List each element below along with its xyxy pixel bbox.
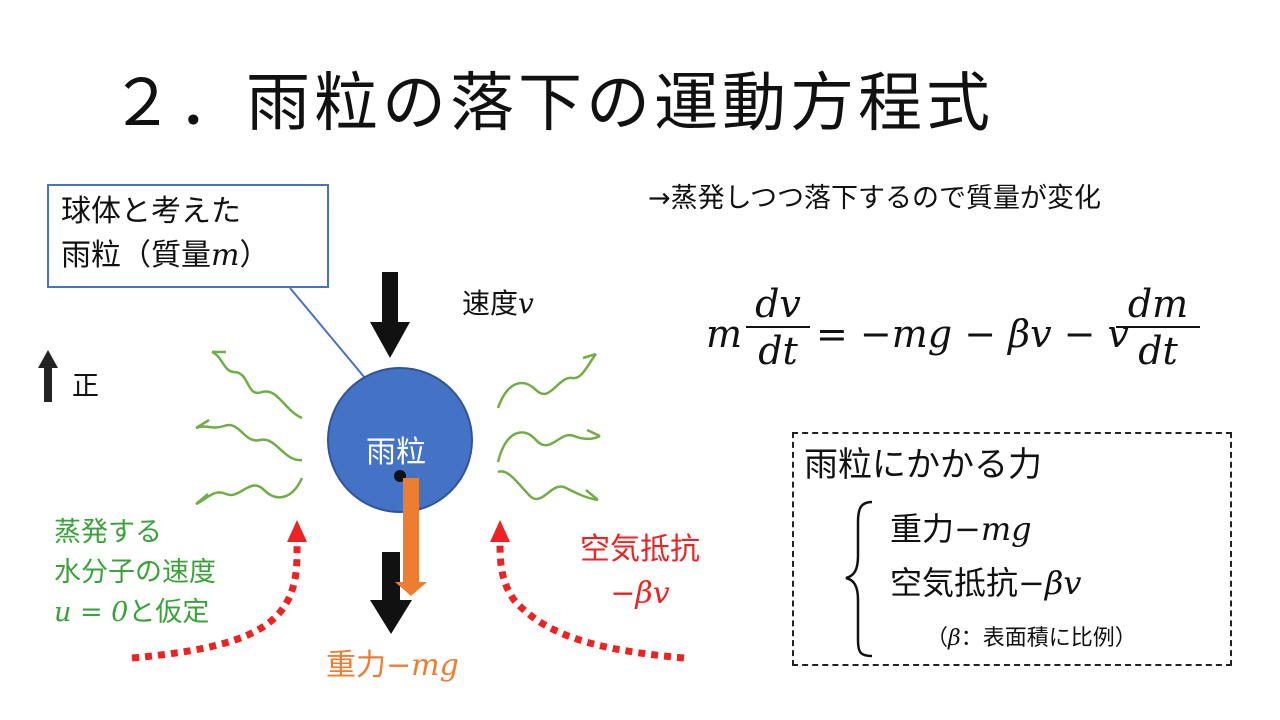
page-title: ２．雨粒の落下の運動方程式 [110, 67, 994, 141]
evaporation-label: 蒸発する 水分子の速度 u = 0と仮定 [54, 513, 216, 633]
speed-text: 速度 [462, 287, 519, 320]
forces-brace [845, 500, 873, 658]
speed-var: v [518, 287, 534, 320]
evaporation-line-1: 蒸発する [54, 517, 162, 548]
speed-label: 速度v [462, 282, 534, 322]
equation-lhs-fraction: dv dt [746, 282, 810, 374]
air-resistance-label: 空気抵抗 −βv [560, 528, 720, 616]
callout-mass-close: ） [239, 238, 270, 273]
beta-var: β [948, 626, 961, 651]
raindrop-circle [327, 367, 473, 513]
force-gravity: 重力−mg [890, 504, 1032, 550]
evaporation-waves-right [496, 352, 601, 502]
air-resistance-text: 空気抵抗 [580, 532, 700, 567]
callout-line-1: 球体と考えた [61, 194, 241, 229]
evaporation-line-3: u = 0と仮定 [54, 593, 216, 633]
equation-rhs-fraction: dm dt [1116, 282, 1200, 374]
callout-mass-var: m [211, 238, 240, 273]
gravity-text: 重力 [326, 648, 386, 683]
evaporation-assumption: と仮定 [128, 597, 210, 628]
positive-direction-arrow [38, 350, 58, 402]
air-resistance-expr: −βv [610, 576, 670, 611]
equation-of-motion: m dv dt = −mg − βv − v dm dt [706, 282, 1206, 392]
raindrop-callout: 球体と考えた 雨粒（質量m） [47, 184, 329, 288]
beta-note: （β：表面積に比例） [926, 620, 1137, 652]
gravity-black-arrow [370, 552, 412, 634]
gravity-orange-arrow [395, 478, 427, 596]
equation-lhs-numerator: dv [755, 282, 801, 326]
force-gravity-expr: −mg [954, 510, 1032, 548]
raindrop-label: 雨粒 [366, 435, 426, 470]
gravity-expr: −mg [386, 648, 459, 683]
forces-box [792, 432, 1232, 666]
callout-line-2: 雨粒（質量m） [61, 234, 327, 278]
beta-note-open: （ [926, 626, 949, 651]
equation-lhs-denominator: dt [758, 329, 798, 373]
air-resistance-arrow-left [131, 520, 307, 662]
velocity-arrow [370, 272, 410, 358]
force-air-resistance: 空気抵抗−βv [890, 558, 1081, 604]
callout-leader-line [289, 287, 366, 379]
evaporation-note: →蒸発しつつ落下するので質量が変化 [648, 183, 1102, 214]
callout-mass-text: 雨粒（質量 [61, 238, 211, 273]
beta-note-text: ：表面積に比例） [960, 626, 1137, 651]
positive-direction-label: 正 [72, 371, 99, 402]
evaporation-waves-left [195, 350, 304, 506]
force-drag-expr: −βv [1018, 564, 1082, 602]
equation-lhs-m: m [706, 312, 743, 356]
evaporation-u-var: u = 0 [54, 597, 129, 628]
gravity-label: 重力−mg [326, 640, 459, 684]
equation-rhs: = −mg − βv − v [816, 312, 1130, 356]
equation-rhs-numerator: dm [1127, 282, 1189, 326]
force-drag-text: 空気抵抗 [890, 564, 1019, 602]
air-resistance-arrow-right [490, 520, 685, 662]
forces-box-title: 雨粒にかかる力 [804, 445, 1042, 485]
force-gravity-text: 重力 [890, 510, 955, 548]
evaporation-line-2: 水分子の速度 [54, 557, 216, 588]
equation-rhs-denominator: dt [1138, 329, 1178, 373]
